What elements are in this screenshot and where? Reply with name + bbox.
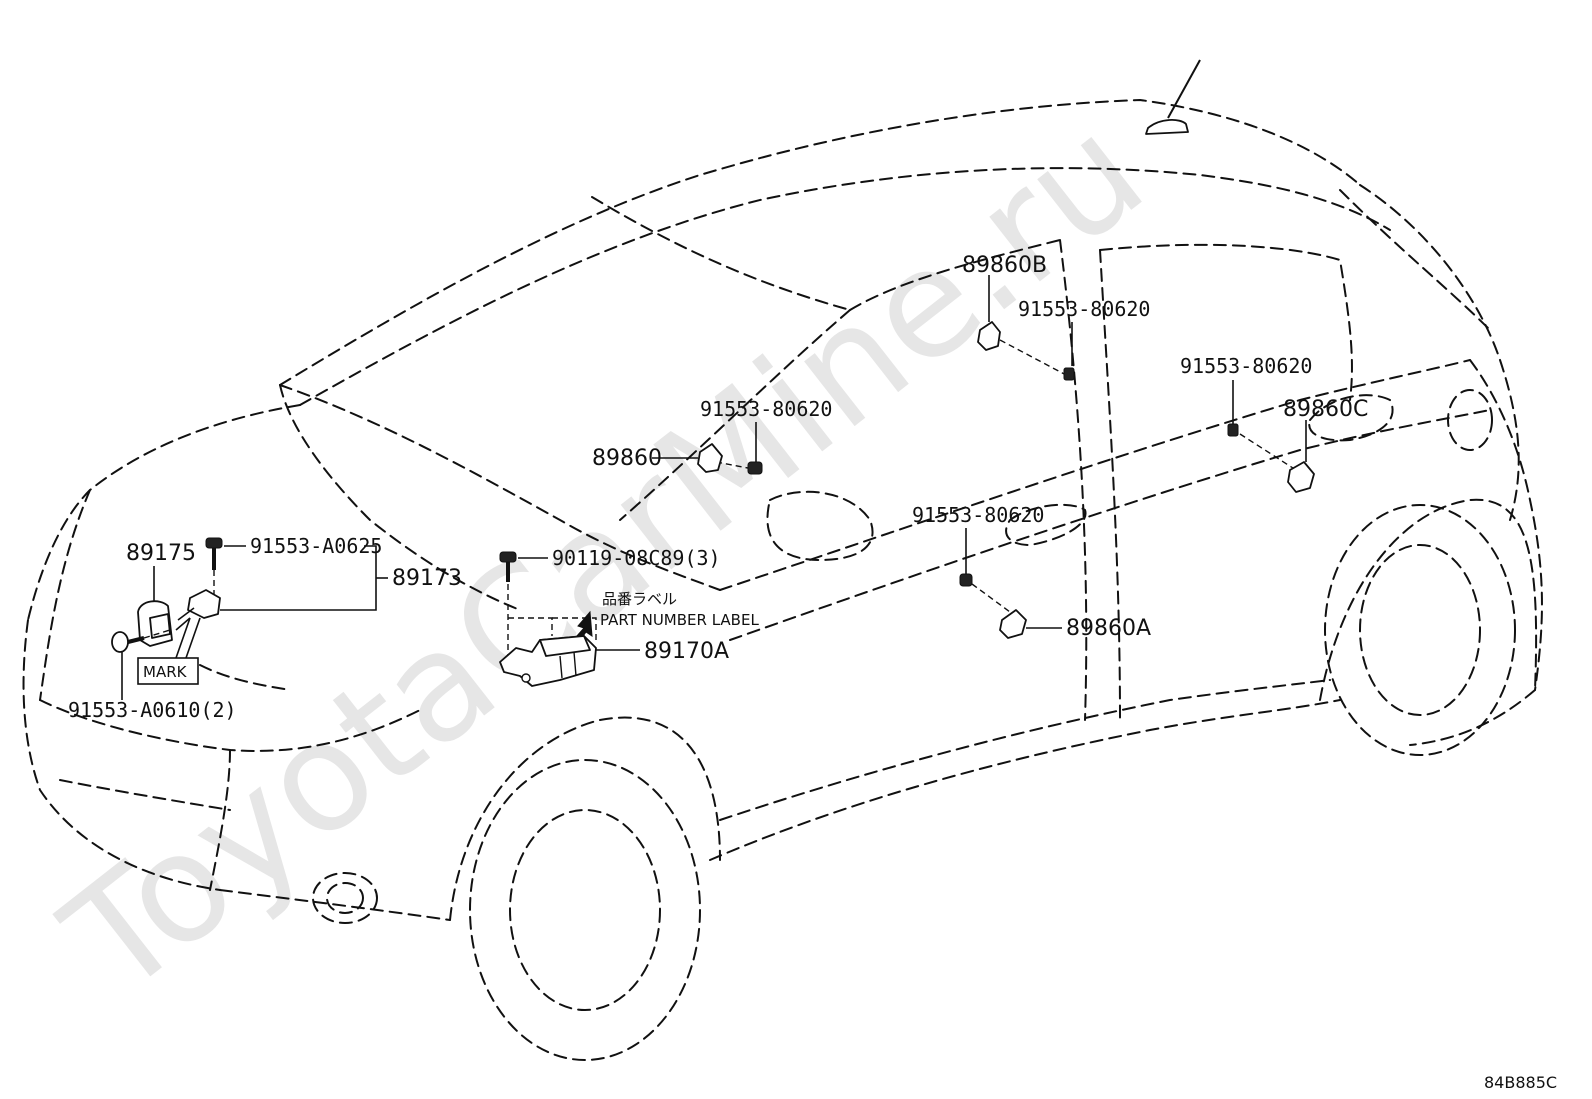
label-91553-a0625: 91553-A0625 — [250, 534, 382, 558]
mark-label: MARK — [137, 617, 201, 685]
label-89860c: 89860C — [1283, 397, 1368, 422]
airbag-sensor-89170a[interactable] — [499, 635, 597, 687]
sensor-89860c[interactable] — [1287, 461, 1315, 493]
bolt-91553-80620-rear[interactable] — [1227, 423, 1239, 437]
label-89860: 89860 — [592, 446, 662, 471]
sensor-89860a[interactable] — [999, 609, 1027, 639]
mark-text: MARK — [143, 663, 188, 681]
bolt-91553-80620-front[interactable] — [747, 461, 763, 475]
sensor-89860b[interactable] — [977, 321, 1001, 351]
diagram-code: 84B885C — [1484, 1073, 1557, 1092]
label-89860b: 89860B — [962, 253, 1047, 278]
label-91553-80620-upper: 91553-80620 — [1018, 297, 1150, 321]
bolt-91553-80620-lower[interactable] — [959, 573, 973, 587]
bolt-91553-a0625[interactable] — [205, 537, 223, 570]
label-90119-08c89: 90119-08C89(3) — [552, 546, 721, 570]
sensor-89173[interactable] — [175, 589, 221, 631]
sensor-89860[interactable] — [697, 443, 723, 473]
bolt-90119-08c89[interactable] — [499, 551, 517, 582]
label-91553-80620-front: 91553-80620 — [700, 397, 832, 421]
label-part-number-en: PART NUMBER LABEL — [600, 611, 759, 629]
label-91553-80620-rear: 91553-80620 — [1180, 354, 1312, 378]
bolt-91553-80620-upper[interactable] — [1063, 367, 1075, 381]
antenna — [1145, 59, 1201, 135]
label-89175: 89175 — [126, 541, 196, 566]
car-outline — [22, 99, 1543, 1061]
label-89860a: 89860A — [1066, 616, 1151, 641]
label-91553-a0610: 91553-A0610(2) — [68, 698, 237, 722]
bolt-91553-a0610[interactable] — [111, 631, 145, 653]
label-89170a: 89170A — [644, 639, 729, 664]
label-part-number-jp: 品番ラベル — [602, 590, 677, 608]
label-91553-80620-lower: 91553-80620 — [912, 503, 1044, 527]
label-89173: 89173 — [392, 566, 462, 591]
